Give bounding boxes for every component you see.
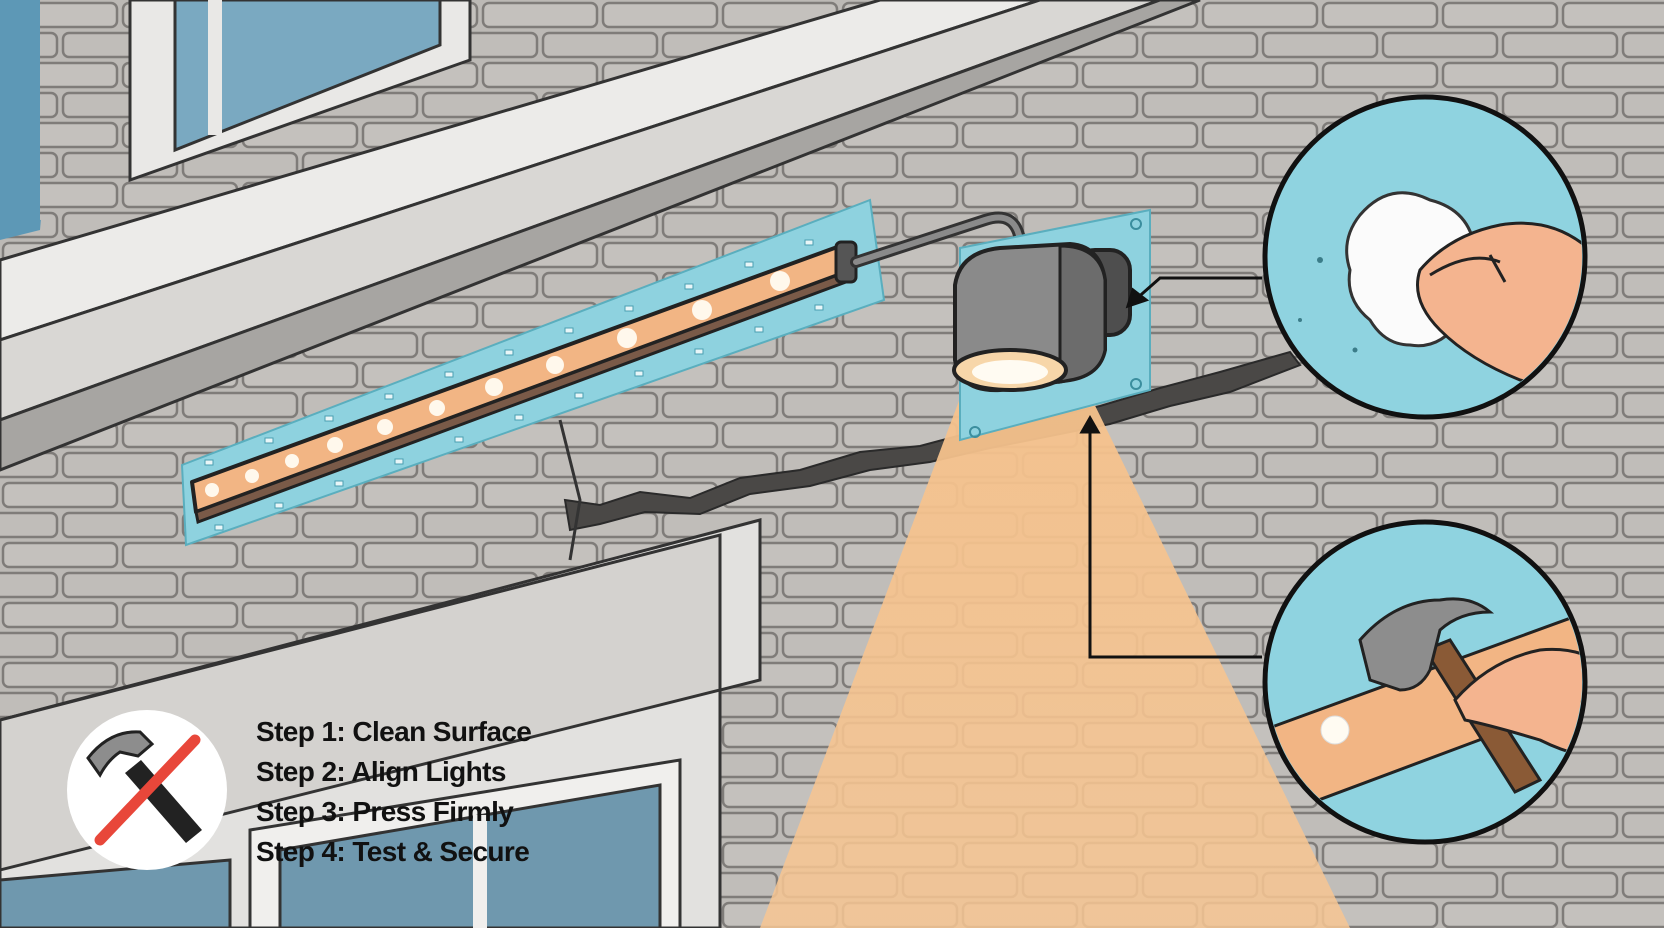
clean-surface-inset (1262, 94, 1588, 420)
installation-steps: Step 1: Clean Surface Step 2: Align Ligh… (256, 712, 616, 872)
callout-arrows (1079, 276, 1262, 659)
light-beam (760, 385, 1350, 928)
step-2: Step 2: Align Lights (256, 756, 506, 787)
hammer-inset (1262, 519, 1588, 845)
led-strip (190, 240, 858, 525)
spotlight-fixture (952, 241, 1132, 393)
wall-crack (558, 350, 1302, 561)
step-3: Step 3: Press Firmly (256, 796, 514, 827)
step-1: Step 1: Clean Surface (256, 716, 532, 747)
step-4: Step 4: Test & Secure (256, 836, 530, 867)
no-hammer-icon (86, 730, 202, 846)
roof-cornice (0, 0, 1201, 472)
no-hammer-badge (67, 710, 227, 870)
upper-window (0, 0, 472, 240)
